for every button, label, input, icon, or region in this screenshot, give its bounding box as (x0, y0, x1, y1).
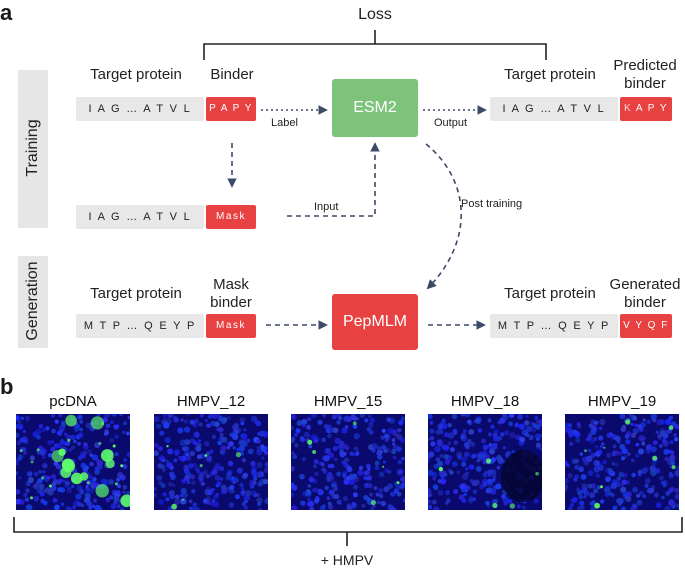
training-target-sequence: I A G … A T V L (76, 97, 204, 121)
loss-bracket (203, 30, 547, 60)
mask-binder-header: Mask binder (196, 276, 266, 312)
predicted-header-line1: Predicted (613, 57, 677, 74)
input-arrow-text: Input (314, 201, 339, 213)
generation-target-header: Target protein (90, 285, 182, 302)
micrograph-label-pcdna: pcDNA (49, 393, 97, 410)
masked-target-sequence: I A G … A T V L (76, 205, 204, 229)
training-output-target-header: Target protein (504, 66, 596, 83)
training-sidebar (18, 70, 48, 228)
micrograph-hmpv12-image (154, 414, 268, 510)
input-arrow (287, 142, 380, 217)
output-arrow-text: Output (434, 117, 468, 129)
micrograph-hmpv18 (428, 414, 542, 510)
predicted-binder-sequence: K A P Y (620, 97, 672, 121)
panel-letter-b: b (0, 374, 14, 399)
predicted-first-residue: K (623, 103, 633, 114)
mask-binder-line1: Mask (213, 276, 249, 293)
esm2-model-box: ESM2 (332, 79, 418, 137)
mask-binder-line2: binder (210, 294, 252, 311)
label-arrow-text: Label (271, 117, 298, 129)
training-binder-sequence: P A P Y (206, 97, 256, 121)
micrograph-label-hmpv19: HMPV_19 (587, 393, 657, 410)
training-mask-token: Mask (206, 205, 256, 229)
micrograph-hmpv15-image (291, 414, 405, 510)
loss-label: Loss (358, 6, 392, 23)
generated-header-line1: Generated (609, 276, 681, 293)
generated-binder-header: Generated binder (604, 276, 685, 312)
predicted-rest-residues: A P Y (632, 103, 669, 114)
micrograph-hmpv19 (565, 414, 679, 510)
training-binder-header: Binder (210, 66, 254, 83)
hmpv-label: + HMPV (320, 552, 374, 568)
micrograph-label-hmpv15: HMPV_15 (313, 393, 383, 410)
generation-mask-token: Mask (206, 314, 256, 338)
generation-output-target-sequence: M T P … Q E Y P (490, 314, 618, 338)
generation-output-target-header: Target protein (504, 285, 596, 302)
output-target-sequence: I A G … A T V L (490, 97, 618, 121)
generated-header-line2: binder (624, 294, 666, 311)
micrograph-label-hmpv12: HMPV_12 (176, 393, 246, 410)
generation-target-sequence: M T P … Q E Y P (76, 314, 204, 338)
panel-letter-a: a (0, 0, 13, 25)
generated-binder-sequence: V Y Q F (620, 314, 672, 338)
micrograph-pcdna-image (16, 414, 130, 510)
predicted-binder-header: Predicted binder (604, 57, 685, 93)
micrograph-hmpv19-image (565, 414, 679, 510)
micrograph-hmpv18-image (428, 414, 542, 510)
micrograph-pcdna (16, 414, 130, 510)
micrograph-label-hmpv18: HMPV_18 (450, 393, 520, 410)
hmpv-bracket (13, 517, 683, 546)
micrograph-hmpv15 (291, 414, 405, 510)
pepmlm-model-box: PepMLM (332, 294, 418, 350)
micrograph-hmpv12 (154, 414, 268, 510)
post-training-text: Post training (461, 198, 523, 210)
post-training-arrow (425, 143, 462, 290)
generation-sidebar (18, 256, 48, 348)
predicted-header-line2: binder (624, 75, 666, 92)
training-target-header: Target protein (90, 66, 182, 83)
